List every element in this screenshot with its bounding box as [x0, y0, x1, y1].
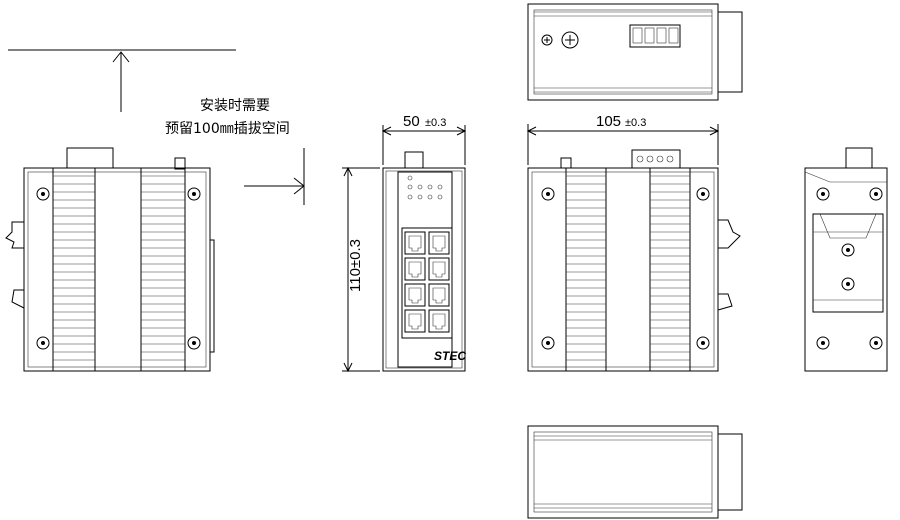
din-rail-bracket — [812, 213, 884, 313]
heatsink-fins-left — [53, 175, 185, 361]
mounting-screws — [541, 187, 710, 350]
rj45-port — [428, 283, 450, 307]
top-body — [527, 3, 719, 101]
side-body — [23, 167, 211, 372]
width-dimension: 50 — [403, 113, 420, 130]
mounting-screws — [36, 187, 201, 350]
rj45-port — [428, 257, 450, 281]
brand-logo: STEC — [434, 349, 466, 363]
clearance-note-line1: 安装时需要 — [200, 98, 270, 114]
led-indicator — [427, 184, 433, 190]
rear-body — [527, 167, 719, 372]
terminal-block-front — [631, 149, 681, 169]
rj45-port — [404, 283, 426, 307]
led-indicator — [407, 194, 413, 200]
height-dimension: 110±0.3 — [347, 239, 364, 292]
led-indicator — [427, 194, 433, 200]
rear-rail — [209, 239, 215, 353]
ground-screw-icon — [541, 31, 579, 49]
rear-view: 105 ±0.3 — [526, 113, 741, 372]
rj45-port — [404, 257, 426, 281]
din-rail-view — [804, 147, 888, 372]
din-rail-clip — [5, 221, 25, 309]
depth-tolerance: ±0.3 — [625, 117, 646, 129]
front-view: 50 ±0.3 110±0.3 — [342, 113, 466, 373]
led-indicators — [407, 175, 443, 200]
clearance-annotation: 安装时需要 预留100㎜插拔空间 — [8, 49, 305, 205]
front-body — [382, 167, 466, 372]
rj45-ports — [401, 227, 453, 339]
depth-dimension: 105 — [596, 113, 621, 130]
top-view — [527, 3, 743, 101]
terminal-block-top — [629, 24, 681, 48]
din-clip-right — [718, 219, 741, 249]
clearance-note-line2: 预留100㎜插拔空间 — [165, 121, 290, 137]
ground-screw-top — [174, 157, 186, 170]
led-indicator — [417, 184, 423, 190]
rj45-port — [428, 231, 450, 255]
led-indicator — [407, 184, 413, 190]
back-body — [804, 167, 888, 372]
top-side-connector — [717, 11, 743, 93]
mounting-screws — [816, 187, 883, 350]
power-connector — [404, 151, 424, 169]
left-side-view — [5, 147, 215, 372]
led-indicator — [437, 194, 443, 200]
rj45-port — [404, 309, 426, 333]
led-indicator — [437, 184, 443, 190]
rj45-port — [428, 309, 450, 333]
bottom-view — [527, 425, 743, 519]
connector-block — [66, 147, 114, 169]
led-indicator — [407, 175, 413, 181]
bottom-side-connector — [717, 433, 743, 511]
clearance-up-arrowhead — [112, 51, 130, 63]
rj45-port — [404, 231, 426, 255]
led-indicator — [417, 194, 423, 200]
width-tolerance: ±0.3 — [425, 117, 446, 129]
